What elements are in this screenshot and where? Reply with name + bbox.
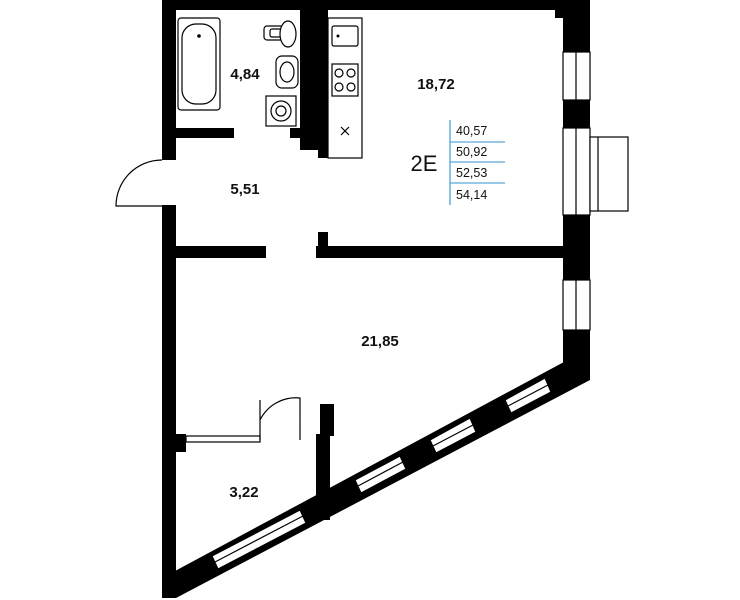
loggia-glazing bbox=[185, 435, 261, 443]
summary-value-4: 54,14 bbox=[456, 188, 487, 202]
kitchen-living-area: 18,72 bbox=[417, 76, 455, 93]
loggia-area: 3,22 bbox=[229, 484, 258, 501]
wall-loggia-right bbox=[316, 434, 330, 520]
entrance-door bbox=[115, 159, 163, 207]
wall-mid-right bbox=[316, 246, 563, 258]
walls bbox=[162, 0, 590, 598]
apartment-type: 2E bbox=[411, 151, 438, 176]
wall-loggia-left bbox=[176, 434, 186, 452]
wall-left-mid bbox=[162, 205, 176, 598]
summary-value-3: 52,53 bbox=[456, 166, 487, 180]
fixtures bbox=[177, 17, 363, 159]
bedroom-area: 21,85 bbox=[361, 333, 399, 350]
wall-loggia-post bbox=[320, 404, 334, 436]
windows bbox=[185, 51, 629, 570]
wall-left-upper bbox=[162, 0, 176, 160]
wall-right-3 bbox=[563, 215, 590, 280]
wall-right-1 bbox=[555, 0, 590, 52]
apartment-summary: 2E 40,57 50,92 52,53 54,14 bbox=[411, 120, 505, 205]
wall-mid-left bbox=[176, 246, 266, 258]
loggia-door bbox=[259, 397, 301, 440]
wall-top bbox=[162, 0, 590, 16]
wall-right-2 bbox=[563, 100, 590, 128]
room-labels: 4,84 18,72 5,51 21,85 3,22 bbox=[229, 66, 454, 501]
summary-value-2: 50,92 bbox=[456, 145, 487, 159]
wall-bath-bottom-a bbox=[176, 128, 234, 138]
kitchen-sink-icon bbox=[331, 25, 359, 47]
bathroom-area: 4,84 bbox=[230, 66, 260, 83]
french-balcony bbox=[589, 136, 629, 212]
wall-bath-bottom-b bbox=[290, 128, 318, 138]
wall-bath-right bbox=[300, 0, 318, 150]
stove-icon bbox=[331, 63, 359, 97]
hallway-area: 5,51 bbox=[230, 181, 259, 198]
summary-value-1: 40,57 bbox=[456, 124, 487, 138]
wall-mid-stub bbox=[318, 232, 328, 258]
wall-kitchen-left bbox=[318, 0, 328, 158]
doors bbox=[115, 159, 301, 440]
ventilation-icon bbox=[340, 126, 350, 136]
